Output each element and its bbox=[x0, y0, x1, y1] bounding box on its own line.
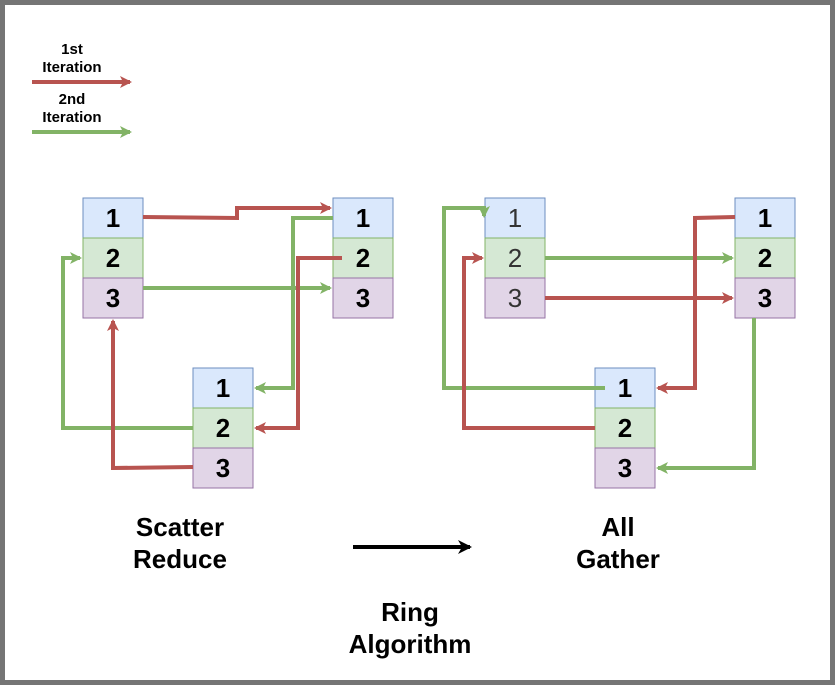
sr-stack-c: 1 2 3 bbox=[192, 367, 254, 489]
ag-stack-b: 1 2 3 bbox=[734, 197, 796, 319]
cell-2: 2 bbox=[106, 243, 120, 273]
cell-2: 2 bbox=[216, 413, 230, 443]
cell-1: 1 bbox=[216, 373, 230, 403]
sr-stack-b: 1 2 3 bbox=[332, 197, 394, 319]
sr-arrow-red-3 bbox=[107, 319, 194, 471]
all-gather-title: All bbox=[601, 512, 634, 542]
cell-3: 3 bbox=[356, 283, 370, 313]
cell-1: 1 bbox=[356, 203, 370, 233]
legend-second-label: 2nd bbox=[59, 91, 86, 108]
sr-arrow-red-2 bbox=[254, 256, 342, 434]
cell-2: 2 bbox=[758, 243, 772, 273]
sr-arrows bbox=[61, 202, 342, 471]
all-gather-title-2: Gather bbox=[576, 544, 660, 574]
cell-3: 3 bbox=[508, 283, 522, 313]
sr-stack-a: 1 2 3 bbox=[82, 197, 144, 319]
sr-arrow-green-3 bbox=[61, 252, 193, 430]
sr-arrow-green-2 bbox=[254, 216, 333, 394]
cell-3: 3 bbox=[758, 283, 772, 313]
legend-first-label: 1st bbox=[61, 41, 83, 58]
ag-stack-c: 1 2 3 bbox=[594, 367, 656, 489]
scatter-reduce-title-2: Reduce bbox=[133, 544, 227, 574]
legend-first-label-2: Iteration bbox=[42, 59, 101, 76]
legend: 1st Iteration 2nd Iteration bbox=[32, 41, 132, 138]
cell-3: 3 bbox=[106, 283, 120, 313]
cell-3: 3 bbox=[216, 453, 230, 483]
cell-1: 1 bbox=[508, 203, 522, 233]
ag-stack-a: 1 2 3 bbox=[484, 197, 546, 319]
cell-3: 3 bbox=[618, 453, 632, 483]
ag-arrow-red-3 bbox=[462, 252, 595, 430]
cell-2: 2 bbox=[508, 243, 522, 273]
cell-1: 1 bbox=[758, 203, 772, 233]
cell-1: 1 bbox=[618, 373, 632, 403]
ag-arrows bbox=[442, 206, 756, 474]
ring-algorithm-title-2: Algorithm bbox=[349, 629, 472, 659]
ring-algorithm-title: Ring bbox=[381, 597, 439, 627]
sr-arrow-red-1 bbox=[142, 202, 332, 221]
cell-1: 1 bbox=[106, 203, 120, 233]
ag-arrow-red-2 bbox=[656, 215, 736, 394]
cell-2: 2 bbox=[356, 243, 370, 273]
scatter-reduce-title: Scatter bbox=[136, 512, 224, 542]
cell-2: 2 bbox=[618, 413, 632, 443]
legend-second-label-2: Iteration bbox=[42, 109, 101, 126]
ag-arrow-green-3 bbox=[442, 206, 605, 390]
ag-arrow-green-2 bbox=[656, 318, 756, 474]
